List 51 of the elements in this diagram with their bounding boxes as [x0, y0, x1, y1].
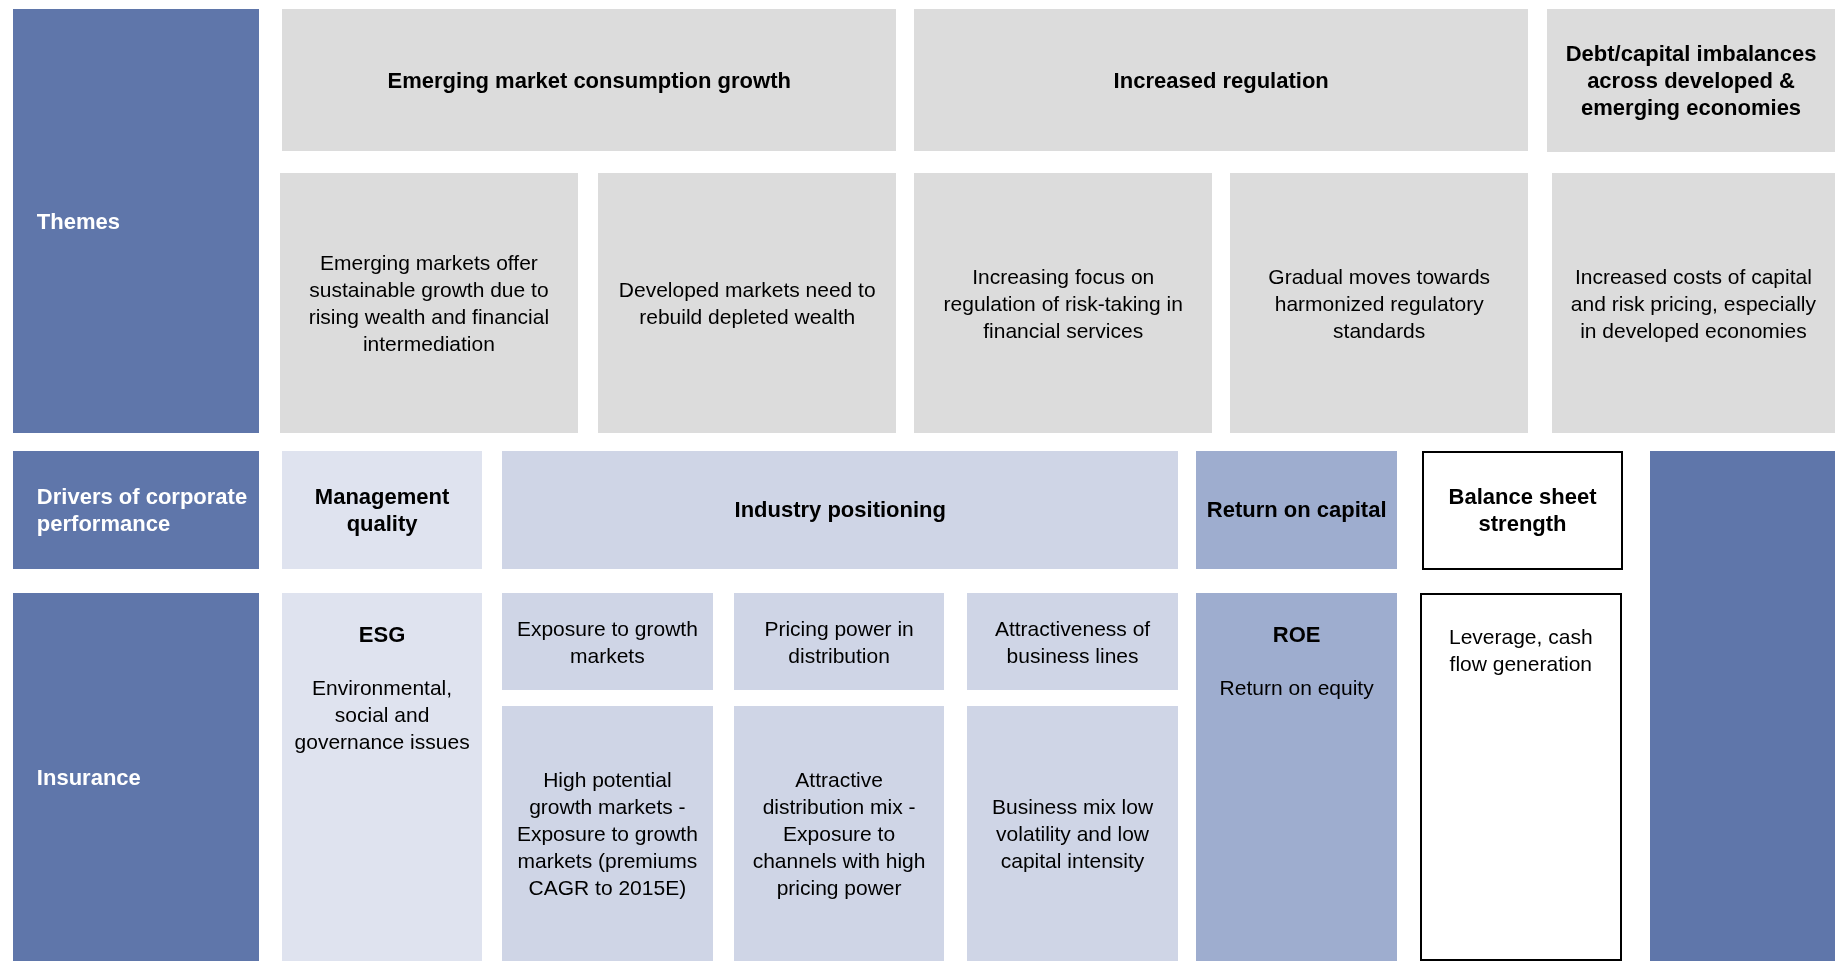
- row-label: Drivers of corporate performance: [36, 482, 249, 537]
- criteria-box: [733, 705, 945, 961]
- box-heading: Return on capital: [1206, 496, 1387, 524]
- box-heading: Balance sheet strength: [1447, 483, 1598, 538]
- box-text: Developed markets need to rebuild depleted wealth: [617, 277, 877, 331]
- theme-detail-box: [598, 173, 897, 433]
- criteria-box: [733, 593, 945, 691]
- box-text: Leverage, cash flow generation: [1448, 624, 1594, 678]
- box-text: Business mix low volatility and low capital intensity: [991, 793, 1155, 874]
- criteria-box: [966, 593, 1179, 691]
- theme-box: [914, 9, 1529, 151]
- box-text: Increasing focus on regulation of risk-taking in financial services: [942, 263, 1184, 344]
- box-text: High potential growth markets - Exposure to growth markets (premiums CAGR to 2015E): [515, 766, 699, 901]
- theme-detail-box: [1551, 173, 1835, 433]
- theme-box: [1547, 9, 1835, 153]
- box-heading: Management quality: [313, 482, 451, 537]
- box-heading: Emerging market consumption growth: [387, 66, 791, 94]
- side-band: [1650, 450, 1835, 961]
- box-text: Pricing power in distribution: [763, 615, 915, 669]
- box-text: Attractiveness of business lines: [993, 615, 1152, 669]
- box-text: Attractive distribution mix - Exposure to channels with high pricing power: [751, 766, 927, 901]
- driver-box: [502, 450, 1179, 569]
- theme-detail-box: [279, 173, 579, 433]
- box-heading: ESG: [358, 621, 406, 649]
- criteria-box: [966, 705, 1179, 961]
- criteria-box: [502, 705, 713, 961]
- box-heading: Increased regulation: [1113, 66, 1329, 94]
- theme-box: [282, 9, 897, 151]
- driver-box: [1196, 450, 1398, 569]
- row-label: Insurance: [36, 763, 141, 791]
- box-text: Return on equity: [1219, 675, 1374, 702]
- driver-box: [1421, 450, 1624, 570]
- box-text: Environmental, social and governance issues: [293, 675, 471, 756]
- box-text: Increased costs of capital and risk pricing, especially in developed economies: [1569, 263, 1817, 344]
- criteria-box: [1196, 593, 1398, 961]
- driver-box: [282, 450, 483, 569]
- box-text: Emerging markets offer sustainable growth due to rising wealth and financial intermediation: [307, 250, 551, 358]
- criteria-box: [282, 593, 483, 961]
- criteria-box: [1419, 593, 1622, 961]
- box-text: Gradual moves towards harmonized regulatory standards: [1267, 263, 1492, 344]
- box-text: Exposure to growth markets: [515, 615, 699, 669]
- box-heading: Industry positioning: [734, 496, 946, 524]
- criteria-box: [502, 593, 713, 691]
- row-header: [12, 450, 259, 569]
- row-header: [12, 593, 259, 961]
- theme-detail-box: [914, 173, 1213, 433]
- box-heading: ROE: [1272, 621, 1321, 649]
- row-label: Themes: [36, 207, 120, 235]
- row-header: [12, 9, 259, 433]
- theme-detail-box: [1230, 173, 1529, 433]
- box-heading: Debt/capital imbalances across developed & emerging economies: [1564, 40, 1818, 122]
